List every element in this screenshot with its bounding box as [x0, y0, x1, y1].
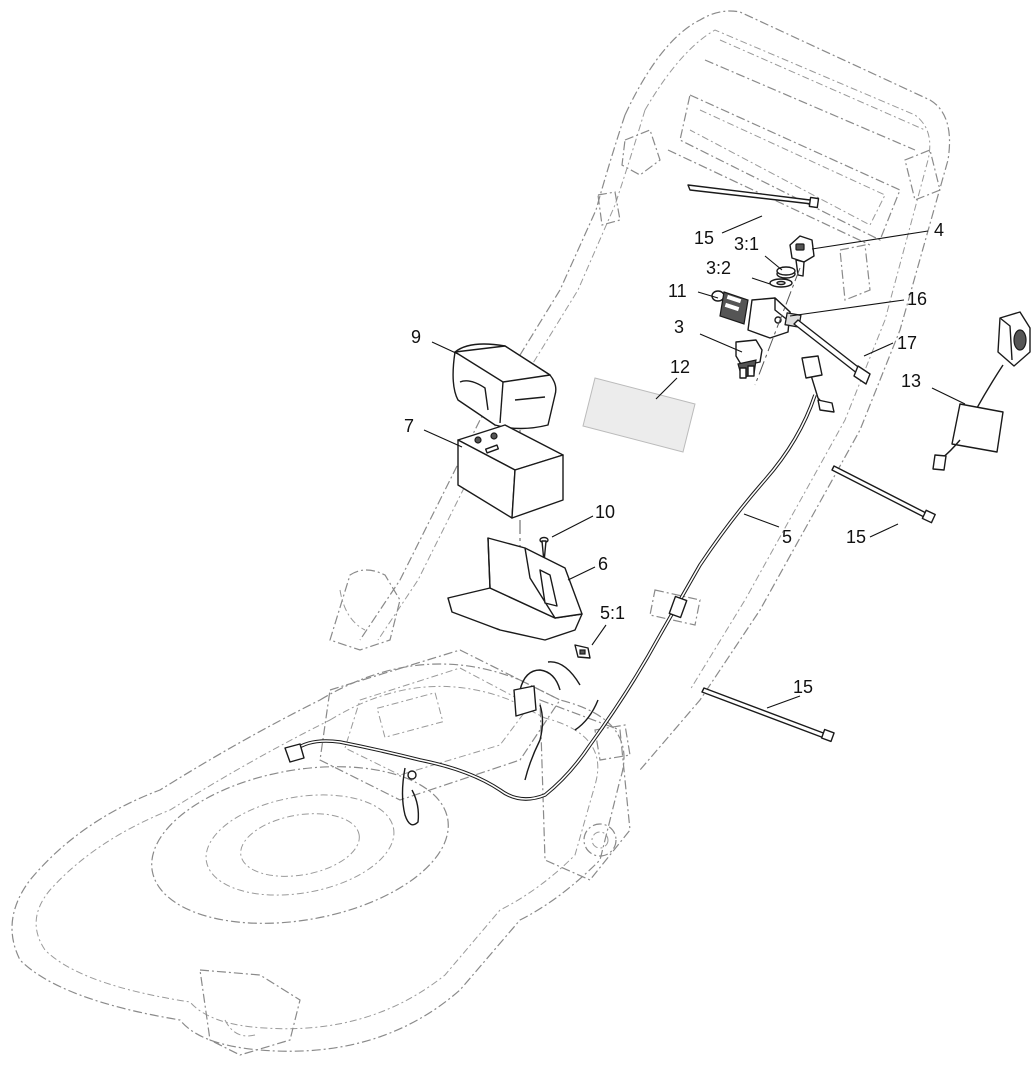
callout-3-2: 3:2 — [706, 258, 731, 278]
callout-5: 5 — [782, 527, 792, 547]
bolt-17 — [793, 319, 871, 385]
callout-9: 9 — [411, 327, 421, 347]
decal-11 — [711, 290, 749, 325]
callout-16: 16 — [907, 289, 927, 309]
clip-5-1 — [574, 644, 591, 659]
callout-4: 4 — [934, 220, 944, 240]
callout-6: 6 — [598, 554, 608, 574]
callout-labels: 4 15 3:1 3:2 11 16 3 9 17 13 12 7 10 5 1… — [404, 220, 944, 697]
key-4 — [789, 235, 815, 277]
battery-cover-9 — [452, 343, 557, 430]
callout-13: 13 — [901, 371, 921, 391]
callout-11: 11 — [668, 281, 687, 301]
switch-axis — [754, 267, 801, 386]
callout-15-upper: 15 — [694, 228, 714, 248]
callout-5-1: 5:1 — [600, 603, 625, 623]
callout-3-1: 3:1 — [734, 234, 759, 254]
callout-15-middle: 15 — [846, 527, 866, 547]
switch-housing-16 — [747, 297, 802, 339]
callout-10: 10 — [595, 502, 615, 522]
callout-15-lower: 15 — [793, 677, 813, 697]
mower-ghost-outline — [11, 10, 951, 1056]
cable-tie-15-upper — [687, 184, 820, 209]
key-switch-3 — [735, 339, 763, 379]
wire-harness-5 — [284, 355, 835, 826]
washer-3-2 — [769, 278, 793, 288]
callout-12: 12 — [670, 357, 690, 377]
battery-7 — [457, 424, 564, 519]
charger-13 — [932, 311, 1031, 471]
cable-tie-15-middle — [831, 465, 936, 524]
label-12 — [582, 377, 696, 453]
callout-17: 17 — [897, 333, 917, 353]
battery-tray-6 — [447, 537, 583, 641]
callout-3: 3 — [674, 317, 684, 337]
cable-tie-15-lower — [701, 687, 835, 743]
leader-lines — [423, 215, 966, 709]
callout-7: 7 — [404, 416, 414, 436]
screw-10 — [539, 536, 549, 563]
